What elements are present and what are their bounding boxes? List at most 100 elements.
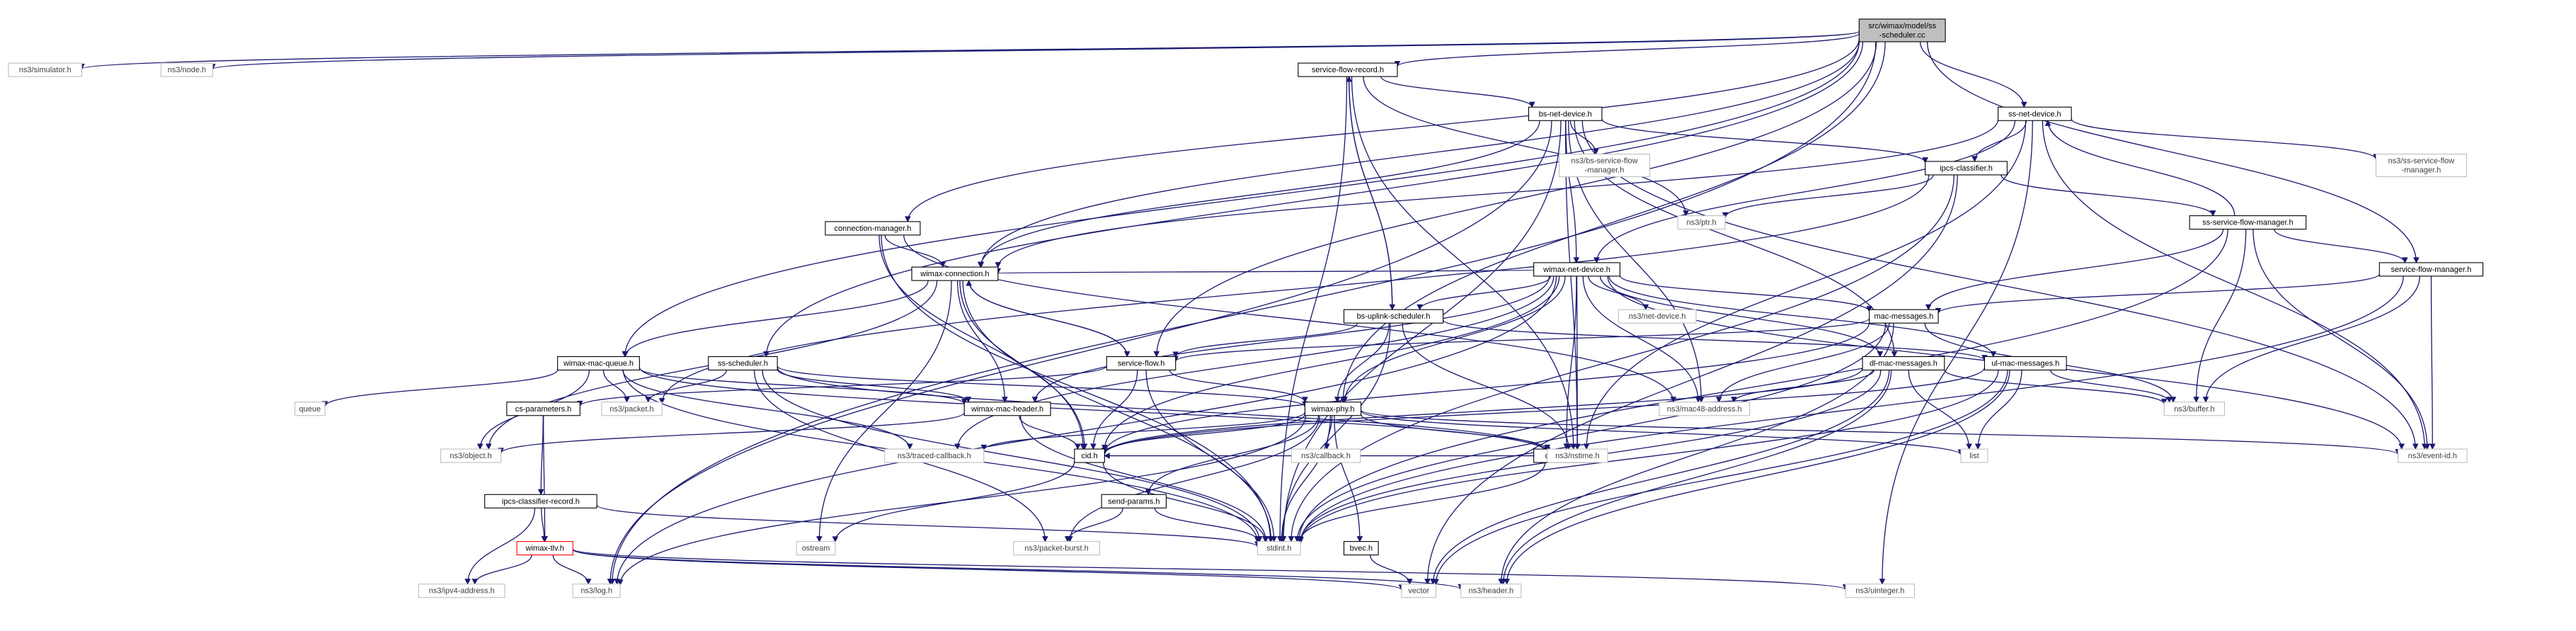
node-root[interactable]: src/wimax/model/ss-scheduler.cc [1858,18,1946,42]
edge-wmacheader-to-object [500,412,965,454]
node-mac48: ns3/mac48-address.h [1659,402,1751,416]
edge-wimaxnetdev-to-ulmac [1608,275,1994,357]
node-label: ns3/log.h [580,587,612,596]
node-bsuplink[interactable]: bs-uplink-scheduler.h [1343,309,1444,324]
node-ptr: ns3/ptr.h [1677,215,1726,230]
node-dlmac[interactable]: dl-mac-messages.h [1862,356,1945,371]
node-box [1304,402,1362,416]
edge-root-to-ssscheduler [765,41,1864,357]
node-box [1559,154,1651,178]
node-sssfm[interactable]: ss-service-flow-manager.h [2189,215,2307,230]
node-sendparams[interactable]: send-params.h [1101,494,1167,508]
arrowhead [1031,397,1038,403]
node-box [1659,402,1751,416]
node-label: dl-mac-messages.h [1870,360,1937,368]
edge-wimaxnetdev-to-macmsg [1619,275,1870,312]
arrowhead [1574,443,1581,450]
node-macmsg[interactable]: mac-messages.h [1869,309,1939,324]
node-label: queue [299,405,321,414]
edge-root-to-serviceflow [1156,41,1877,357]
edge-wimaxnetdev-to-mac48 [1582,275,1699,402]
arrowhead [1346,75,1352,82]
node-label: ul-mac-messages.h [1991,360,2059,368]
node-label: -manager.h [2402,166,2442,175]
edge-wmacheader-to-cid [1019,415,1079,450]
node-box [572,584,621,598]
edge-csparams-to-ipcsrec [540,415,544,495]
node-csparams[interactable]: cs-parameters.h [506,402,580,416]
arrowhead [1966,443,1972,450]
arrowhead [1090,443,1097,450]
node-ipv4: ns3/ipv4-address.h [418,584,505,598]
edge-cidfactory-to-stdint [1299,462,1546,542]
node-label: wimax-net-device.h [1542,266,1610,274]
edge-wimaxtlv-to-header [572,549,1462,590]
node-bvec[interactable]: bvec.h [1343,541,1379,556]
node-log: ns3/log.h [572,584,621,598]
node-sfmanager[interactable]: service-flow-manager.h [2378,262,2484,277]
edge-bsnetdev-to-wimaxnetdev [1565,120,1577,263]
arrowhead [2413,257,2420,264]
edge-wimaxphy-to-sendparams [1147,415,1320,495]
edge-bsuplink-to-nstime [1402,323,1569,450]
node-box [1677,215,1726,230]
node-label: wimax-connection.h [920,270,989,278]
edge-wimaxtlv-to-log [552,555,589,584]
edge-wimaxtlv-to-ipv4 [474,555,532,584]
node-box [1869,309,1939,324]
arrowhead [1002,397,1008,403]
edge-macmsg-to-serviceflow [1175,318,1870,362]
node-wmacqueue[interactable]: wimax-mac-queue.h [557,356,640,371]
node-box [8,62,83,77]
arrowhead [1288,536,1295,542]
arrowhead [1042,536,1048,542]
node-ipcscl[interactable]: ipcs-classifier.h [1925,161,2008,176]
node-ipcsrec[interactable]: ipcs-classifier-record.h [484,494,597,508]
node-wimaxnetdev[interactable]: wimax-net-device.h [1533,262,1620,277]
edge-sssfm-to-ssnetdev [2047,120,2236,216]
edge-wimaxnetdev-to-traced [956,275,1555,450]
node-box [825,221,921,236]
edges-layer [79,30,2436,591]
node-connmgr[interactable]: connection-manager.h [825,221,921,236]
node-box [1298,62,1398,77]
arrowhead [1356,536,1363,542]
node-label: ns3/ipv4-address.h [429,587,495,596]
node-label: ns3/simulator.h [19,66,71,74]
node-box [1845,584,1916,598]
node-label: ns3/ss-service-flow [2388,157,2455,166]
edge-ulmac-to-stdint [1300,370,1999,543]
arrowhead [2429,443,2436,450]
edge-sendparams-to-packetburst [1067,508,1123,542]
arrowhead [645,397,652,403]
node-label: send-params.h [1108,497,1160,506]
node-eventid: ns3/event-id.h [2398,448,2468,463]
node-ssscheduler[interactable]: ss-scheduler.h [708,356,778,371]
node-wimaxconn[interactable]: wimax-connection.h [911,266,999,281]
edge-bsuplink-to-serviceflow [1175,322,1358,358]
node-wimaxphy[interactable]: wimax-phy.h [1304,402,1362,416]
node-serviceflow[interactable]: service-flow.h [1106,356,1177,371]
arrowhead [1593,149,1599,155]
arrowhead [624,397,630,403]
node-ulmac[interactable]: ul-mac-messages.h [1983,356,2067,371]
arrowhead [2424,443,2431,450]
node-box [1013,541,1101,556]
edge-ssnetdev-to-eventid [2042,120,2425,450]
arrowhead [1433,579,1439,586]
edge-wmacheader-to-stdint [1020,415,1266,542]
node-label: ns3/ptr.h [1686,219,1716,227]
edge-wimaxphy-to-traced [983,411,1306,450]
node-wimaxtlv[interactable]: wimax-tlv.h [516,541,573,556]
arrowhead [1925,304,1932,311]
node-cid[interactable]: cid.h [1074,448,1105,463]
node-box [1960,448,1988,463]
node-sfrecord[interactable]: service-flow-record.h [1298,62,1398,77]
node-ssnetdev[interactable]: ss-net-device.h [1998,106,2072,121]
node-wmacheader[interactable]: wimax-mac-header.h [963,402,1051,416]
node-bsnetdev[interactable]: bs-net-device.h [1528,106,1603,121]
edge-sfmanager-to-stdint [1300,275,2404,543]
edge-macmsg-to-mac48 [1718,323,1890,402]
node-label: ns3/uinteger.h [1855,587,1904,596]
arrowhead [617,579,624,586]
